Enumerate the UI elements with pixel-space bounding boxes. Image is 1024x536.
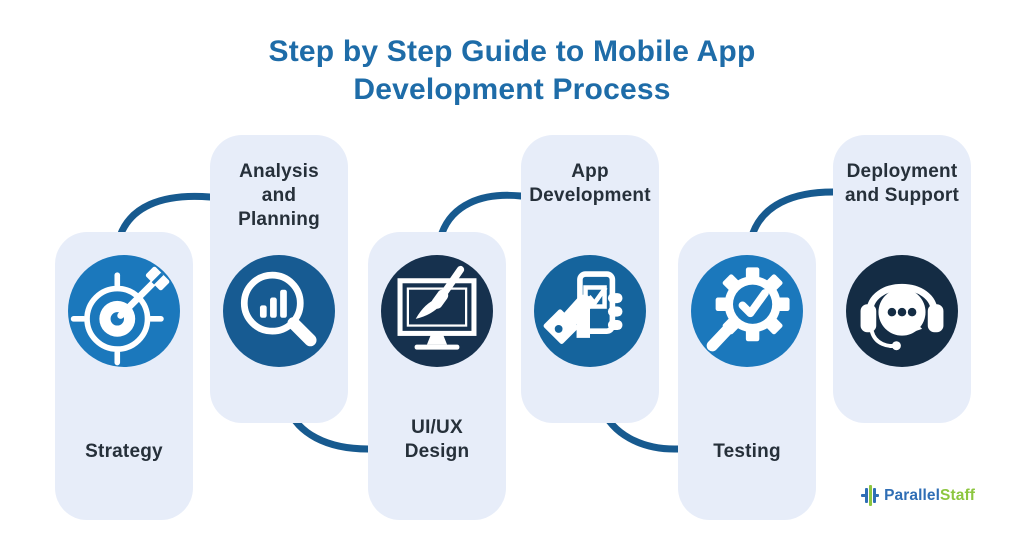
step-icon-badge [534,255,646,367]
step-icon-badge [223,255,335,367]
step-label: UI/UX Design [404,417,470,462]
connector-step5-step6 [749,188,837,237]
page-title-line1: Step by Step Guide to Mobile App [268,35,756,68]
connector-step1-step2 [116,192,214,240]
connector-step3-step4 [438,191,525,237]
step-card-analysis-and-planning: Analysis and Planning [210,135,348,423]
step-icon-badge [381,255,493,367]
logo-text-staff: Staff [940,486,975,504]
step-card-app-development: App Development [521,135,659,423]
logo-wordmark: ParallelStaff [884,487,975,505]
step-card-deployment-and-support: Deployment and Support [833,135,971,423]
target-dart-icon [70,266,170,366]
step-label: Testing [713,441,781,462]
step-card-strategy: Strategy [55,232,193,520]
step-icon-badge [846,255,958,367]
magnifier-bar-chart-icon [240,271,317,347]
step-icon-badge [691,255,803,367]
page-title: Step by Step Guide to Mobile App Develop… [0,33,1024,109]
headset-chat-bubble-icon [860,283,944,351]
parallelstaff-logo-icon [861,485,880,506]
monitor-paintbrush-icon [397,265,477,350]
step-card-uiux-design: UI/UX Design [368,232,506,520]
step-icon-badge [68,255,180,367]
gear-magnifier-check-icon [706,267,790,352]
page-title-line2: Development Process [353,73,671,106]
logo-text-parallel: Parallel [884,486,941,504]
step-label: Analysis and Planning [238,161,320,230]
step-label: Strategy [85,441,163,462]
step-label: Deployment and Support [844,161,960,206]
step-label: App Development [529,161,651,206]
hand-phone-checkbox-icon [543,271,623,344]
parallelstaff-logo: ParallelStaff [861,485,975,506]
step-card-testing: Testing [678,232,816,520]
